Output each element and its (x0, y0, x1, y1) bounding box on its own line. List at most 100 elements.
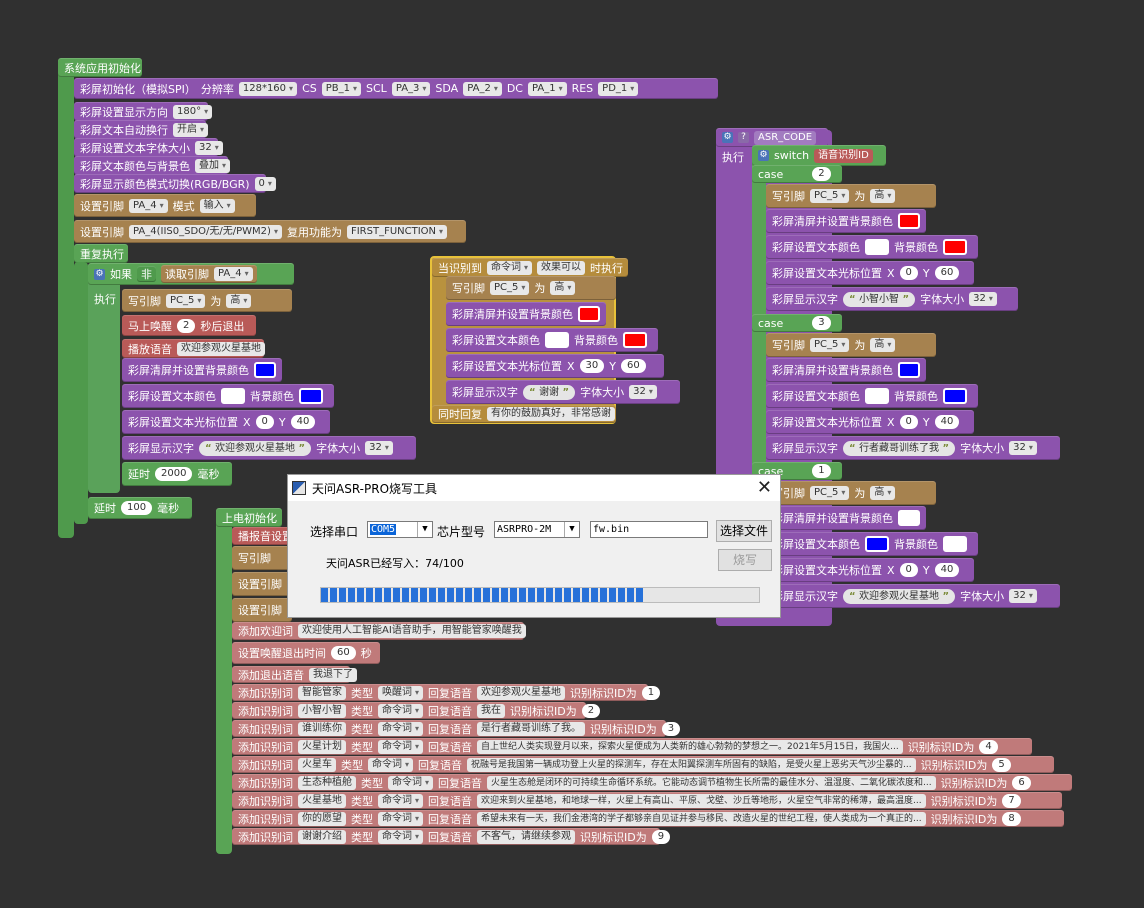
word-text[interactable]: 生态种植舱 (298, 775, 356, 790)
event-write-pin-block[interactable]: 写引脚 PC_5 为 高 (446, 276, 616, 300)
asr-clear-block[interactable]: 彩屏清屏并设置背景颜色 (766, 358, 926, 382)
lcd-direction-block[interactable]: 彩屏设置显示方向 180° (74, 102, 213, 121)
wake-time-input[interactable]: 60 (331, 646, 356, 660)
case-id-input[interactable]: 1 (812, 464, 831, 478)
asr-y-input[interactable]: 40 (934, 563, 960, 577)
exit-voice-text[interactable]: 我退下了 (309, 667, 357, 682)
asr-size-dropdown[interactable]: 32 (969, 292, 997, 306)
set-pin-block-1[interactable]: 设置引脚 PA_4 模式 输入 (74, 194, 256, 217)
event-y-input[interactable]: 60 (621, 359, 646, 373)
write-pin-block[interactable]: 写引脚 PC_5 为 高 (122, 289, 292, 312)
play-voice-block[interactable]: 播放语音 欢迎参观火星基地 (122, 339, 265, 358)
asr-value-dropdown[interactable]: 高 (870, 189, 896, 203)
word-type-dropdown[interactable]: 命令词 (368, 757, 414, 772)
asr-color-block[interactable]: 彩屏设置文本颜色 背景颜色 (766, 532, 978, 556)
asr-value-dropdown[interactable]: 高 (870, 338, 896, 352)
asr-cursor-block[interactable]: 彩屏设置文本光标位置 X 0 Y 40 (766, 410, 974, 434)
show-text-block[interactable]: 彩屏显示汉字 “ 欢迎参观火星基地 ” 字体大小 32 (122, 436, 416, 460)
loop-header[interactable]: 重复执行 (74, 244, 128, 263)
delay-block-2[interactable]: 延时 100 毫秒 (88, 497, 192, 519)
asr-header[interactable]: ⚙ ? ASR_CODE (716, 128, 828, 147)
asr-pin-dropdown[interactable]: PC_5 (810, 338, 850, 352)
asr-clear-block[interactable]: 彩屏清屏并设置背景颜色 (766, 209, 926, 233)
event-show-string[interactable]: “ 谢谢 ” (523, 384, 576, 400)
font-size-dropdown[interactable]: 32 (195, 140, 223, 155)
dialog-titlebar[interactable]: 天问ASR-PRO烧写工具 (288, 475, 780, 501)
white-swatch[interactable] (943, 536, 967, 552)
event-reply-block[interactable]: 同时回复 有你的鼓励真好，非常感谢 (432, 405, 616, 423)
lcd-init-block[interactable]: 彩屏初始化（模拟SPI） 分辨率 128*160 CS PB_1 SCL PA_… (74, 78, 718, 99)
welcome-block[interactable]: 添加欢迎词 欢迎使用人工智能AI语音助手，用智能管家唤醒我 (232, 622, 526, 640)
event-color-block[interactable]: 彩屏设置文本颜色 背景颜色 (446, 328, 658, 352)
exit-voice-block[interactable]: 添加退出语音 我退下了 (232, 666, 357, 683)
delay2-input[interactable]: 100 (121, 501, 153, 515)
scl-pin-dropdown[interactable]: PA_3 (391, 81, 431, 96)
case-block[interactable]: case 3 (752, 314, 842, 332)
word-reply-text[interactable]: 欢迎参观火星基地 (477, 685, 566, 700)
case-block[interactable]: case 2 (752, 165, 842, 183)
text-color-block[interactable]: 彩屏设置文本颜色 背景颜色 (122, 384, 334, 408)
cursor-x-input[interactable]: 0 (255, 415, 274, 429)
close-icon[interactable]: ✕ (756, 477, 772, 498)
delay-block-1[interactable]: 延时 2000 毫秒 (122, 462, 232, 486)
asr-show-block[interactable]: 彩屏显示汉字 “ 欢迎参观火星基地 ” 字体大小 32 (766, 584, 1060, 608)
asr-pin-dropdown[interactable]: PC_5 (810, 486, 850, 500)
asr-show-string[interactable]: “ 小智小智 ” (843, 291, 916, 307)
asr-size-dropdown[interactable]: 32 (1009, 589, 1037, 603)
word-text[interactable]: 你的愿望 (298, 811, 346, 826)
word-type-dropdown[interactable]: 命令词 (378, 829, 424, 844)
blue-swatch[interactable] (865, 536, 889, 552)
dc-pin-dropdown[interactable]: PA_1 (527, 81, 567, 96)
word-reply-text[interactable]: 希望未来有一天，我们金港湾的学子都够亲自见证并参与移民、改造火星的世纪工程，使人… (477, 811, 926, 826)
event-size-dropdown[interactable]: 32 (629, 385, 657, 399)
word-reply-text[interactable]: 自上世纪人类实现登月以来，探索火星便成为人类新的雄心勃勃的梦想之一。2021年5… (477, 739, 903, 754)
pin2-func-dropdown[interactable]: FIRST_FUNCTION (346, 224, 448, 239)
asr-pin-dropdown[interactable]: PC_5 (810, 189, 850, 203)
word-text[interactable]: 智能管家 (298, 685, 346, 700)
asr-size-dropdown[interactable]: 32 (1009, 441, 1037, 455)
init-header[interactable]: 系统应用初始化 (58, 58, 142, 77)
port-select[interactable]: COM5 ▼ (367, 521, 433, 538)
wake-time-block[interactable]: 设置唤醒退出时间 60 秒 (232, 642, 380, 664)
red-swatch[interactable] (898, 213, 920, 229)
play-voice-text[interactable]: 欢迎参观火星基地 (177, 341, 265, 356)
gear-icon[interactable]: ⚙ (722, 132, 733, 143)
burn-button[interactable]: 烧写 (718, 549, 772, 571)
white-swatch[interactable] (898, 510, 920, 526)
show-size-dropdown[interactable]: 32 (365, 441, 393, 455)
fgbg-dropdown[interactable]: 叠加 (195, 158, 231, 173)
word-type-dropdown[interactable]: 命令词 (378, 721, 424, 736)
blue-swatch[interactable] (299, 388, 323, 404)
word-reply-text[interactable]: 是行者藏哥训练了我。 (477, 721, 586, 736)
white-swatch[interactable] (221, 388, 245, 404)
event-x-input[interactable]: 30 (579, 359, 605, 373)
white-swatch[interactable] (545, 332, 569, 348)
word-type-dropdown[interactable]: 命令词 (378, 793, 424, 808)
asr-show-string[interactable]: “ 欢迎参观火星基地 ” (843, 588, 956, 604)
word-id-input[interactable]: 6 (1012, 775, 1031, 790)
asr-x-input[interactable]: 0 (899, 266, 918, 280)
event-pin-dropdown[interactable]: PC_5 (490, 281, 530, 295)
cursor-block[interactable]: 彩屏设置文本光标位置 X 0 Y 40 (122, 410, 330, 434)
word-id-input[interactable]: 2 (581, 703, 601, 718)
asr-write-pin-block[interactable]: 写引脚 PC_5 为 高 (766, 333, 936, 357)
word-reply-text[interactable]: 欢迎来到火星基地，和地球一样，火星上有高山、平原、戈壁、沙丘等地形，火星空气非常… (477, 793, 926, 808)
word-type-dropdown[interactable]: 命令词 (378, 703, 424, 718)
partial-row[interactable]: 写引脚 (232, 546, 292, 570)
resolution-dropdown[interactable]: 128*160 (238, 81, 298, 96)
event-header[interactable]: 当识别到 命令词 效果可以 时执行 (432, 258, 628, 277)
partial-row[interactable]: 设置引脚 (232, 598, 292, 622)
event-value-dropdown[interactable]: 高 (550, 281, 576, 295)
read-pin-dropdown[interactable]: PA_4 (214, 267, 253, 281)
red-swatch[interactable] (578, 306, 600, 322)
gear-icon[interactable]: ⚙ (94, 268, 105, 280)
word-type-dropdown[interactable]: 唤醒词 (378, 685, 424, 700)
if-block[interactable]: ⚙ 如果 非 读取引脚 PA_4 (88, 263, 294, 285)
blue-swatch[interactable] (943, 388, 967, 404)
lcd-wrap-block[interactable]: 彩屏文本自动换行 开启 (74, 120, 209, 139)
delay1-input[interactable]: 2000 (155, 467, 193, 481)
asr-x-input[interactable]: 0 (899, 415, 918, 429)
